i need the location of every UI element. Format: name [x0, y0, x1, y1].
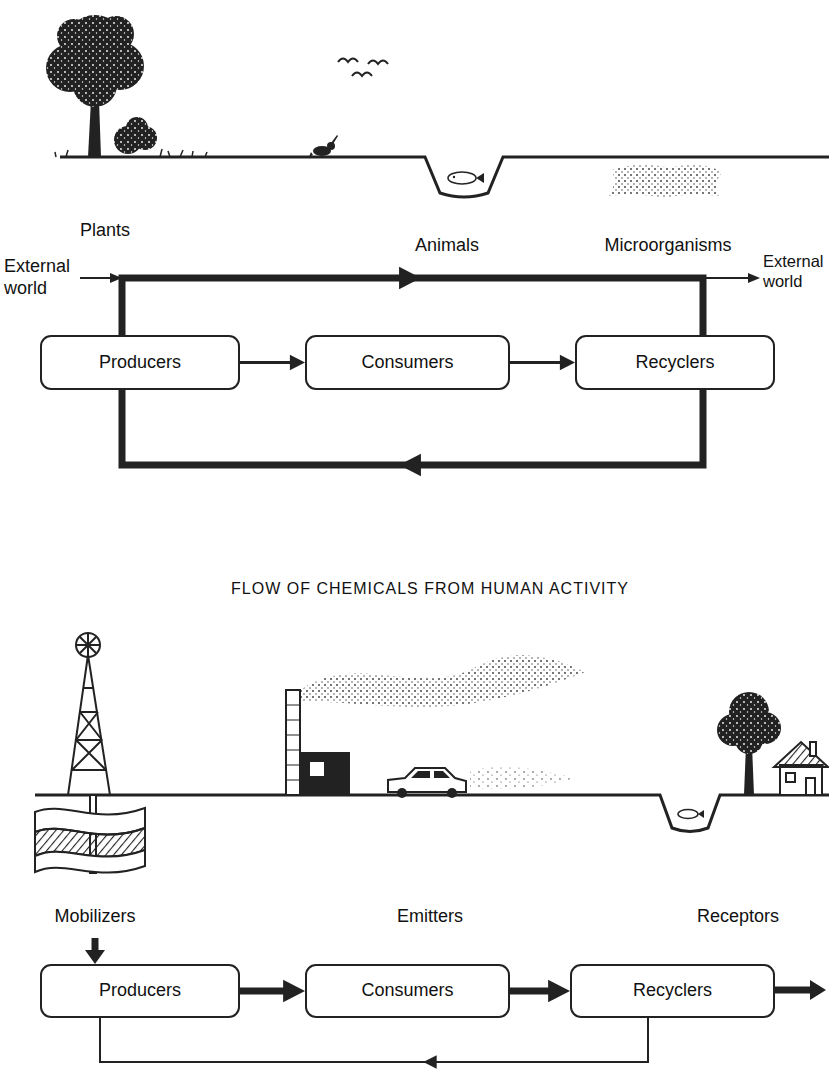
flow-arrow	[122, 390, 703, 476]
caption-label: Receptors	[658, 906, 818, 928]
caption-label: External world	[4, 256, 78, 299]
caption-label: External world	[763, 252, 826, 292]
flow-box: Recyclers	[575, 335, 775, 390]
flow-arrow	[240, 355, 305, 370]
box-label: Recyclers	[635, 352, 714, 374]
flow-box: Consumers	[305, 335, 510, 390]
rock-strata	[35, 808, 145, 873]
box-label: Producers	[99, 980, 181, 1002]
flow-box: Producers	[40, 335, 240, 390]
factory	[286, 655, 585, 795]
ground-line	[35, 795, 829, 832]
flow-box: Producers	[40, 964, 240, 1018]
car	[388, 766, 575, 798]
flow-arrow	[510, 355, 575, 370]
box-label: Consumers	[361, 352, 453, 374]
microorganisms	[608, 164, 722, 198]
caption-label: Plants	[55, 220, 155, 242]
ground-line	[60, 157, 829, 197]
caption-label: Mobilizers	[15, 906, 175, 928]
flow-arrow	[122, 267, 703, 335]
flow-arrow	[510, 980, 570, 1003]
caption-label: Animals	[397, 235, 497, 257]
flow-box: Recyclers	[570, 964, 775, 1018]
flow-arrow	[240, 980, 305, 1003]
box-label: Producers	[99, 352, 181, 374]
rabbit	[309, 135, 338, 157]
birds	[338, 59, 388, 77]
fish	[448, 172, 484, 184]
section-heading: FLOW OF CHEMICALS FROM HUMAN ACTIVITY	[231, 580, 629, 598]
house	[774, 742, 828, 795]
box-label: Consumers	[361, 980, 453, 1002]
fish	[678, 810, 704, 819]
bush	[55, 117, 207, 157]
caption-label: Microorganisms	[588, 235, 748, 257]
box-label: Recyclers	[633, 980, 712, 1002]
flow-box: Consumers	[305, 964, 510, 1018]
flow-arrow	[100, 1018, 648, 1069]
tree	[717, 692, 781, 795]
caption-label: Emitters	[350, 906, 510, 928]
